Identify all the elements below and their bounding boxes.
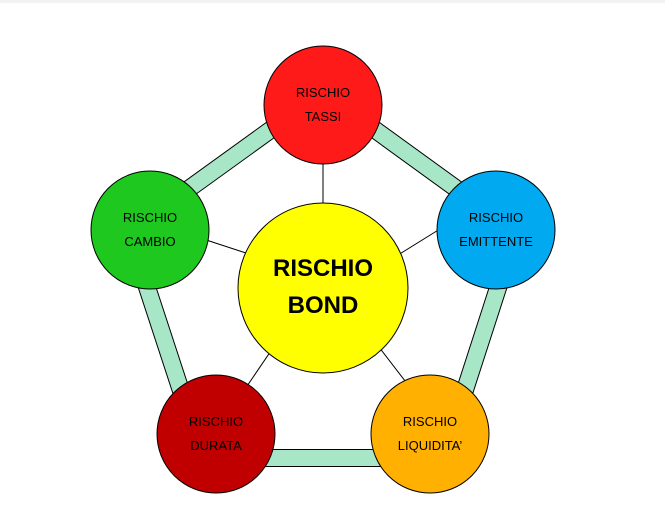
node-liquidita: RISCHIO LIQUIDITA’: [370, 374, 490, 494]
top-border: [0, 0, 665, 3]
node-emittente: RISCHIO EMITTENTE: [436, 170, 556, 290]
node-durata: RISCHIO DURATA: [156, 374, 276, 494]
node-tassi: RISCHIO TASSI: [263, 45, 383, 165]
node-liquidita-label-1: RISCHIO: [403, 414, 457, 429]
node-tassi-label-1: RISCHIO: [296, 85, 350, 100]
node-emittente-label-2: EMITTENTE: [459, 234, 533, 249]
center-node: RISCHIO BOND: [237, 202, 409, 374]
node-cambio: RISCHIO CAMBIO: [90, 170, 210, 290]
node-liquidita-label-2: LIQUIDITA’: [398, 438, 463, 453]
node-durata-label-1: RISCHIO: [189, 414, 243, 429]
node-durata-label-2: DURATA: [190, 438, 242, 453]
node-emittente-label-1: RISCHIO: [469, 210, 523, 225]
node-tassi-label-2: TASSI: [305, 109, 342, 124]
node-cambio-label-1: RISCHIO: [123, 210, 177, 225]
center-label-2: BOND: [288, 292, 359, 319]
center-label-1: RISCHIO: [273, 255, 373, 282]
node-cambio-label-2: CAMBIO: [124, 234, 175, 249]
